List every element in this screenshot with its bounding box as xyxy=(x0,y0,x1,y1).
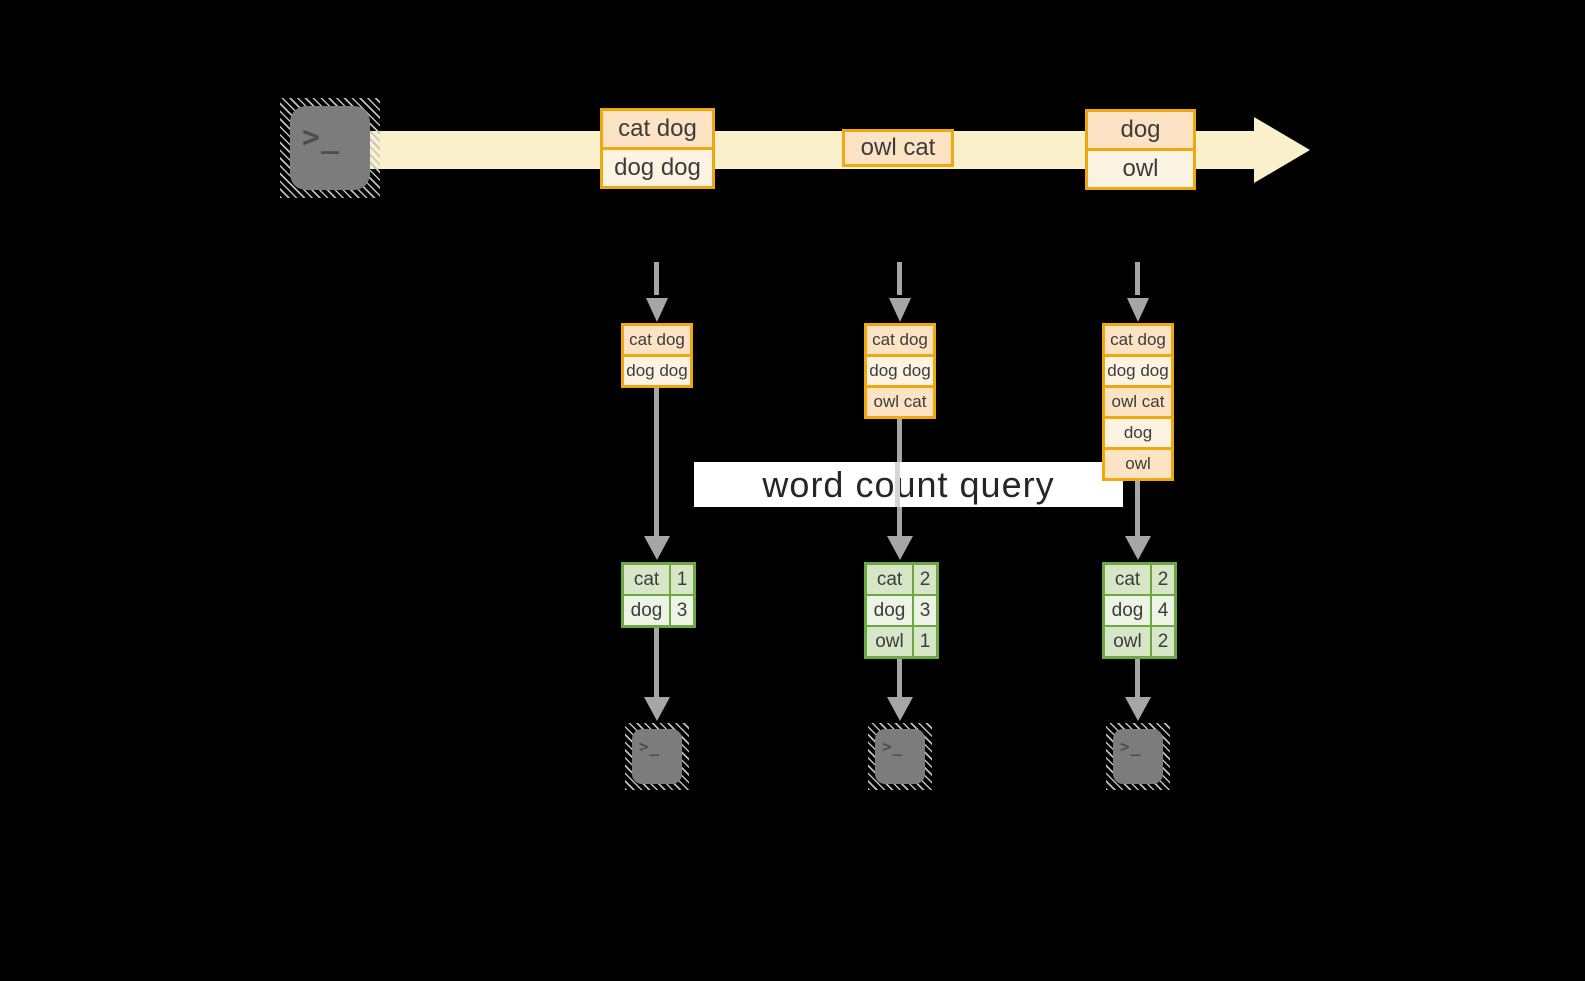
count-cell: 3 xyxy=(671,596,693,625)
sink-terminal-icon-2: >_ xyxy=(868,723,932,790)
count-cell: 1 xyxy=(914,627,936,656)
terminal-screen: >_ xyxy=(1113,729,1163,784)
stream-batch-2: owl cat xyxy=(842,129,954,167)
sink-terminal-icon-1: >_ xyxy=(625,723,689,790)
count-cell: 1 xyxy=(671,565,693,594)
stream-batch-1: cat dog dog dog xyxy=(600,108,715,189)
connector-line-through-band xyxy=(895,462,900,507)
ingest-arrow-dash xyxy=(897,262,902,295)
terminal-screen: >_ xyxy=(632,729,682,784)
terminal-prompt-icon: >_ xyxy=(882,737,904,756)
query-connector-head xyxy=(1125,536,1151,560)
buffer-record: dog dog xyxy=(1105,357,1171,385)
word-cell: owl xyxy=(1105,627,1150,656)
buffer-stack-2: cat dog dog dog owl cat xyxy=(864,323,936,419)
word-cell: dog xyxy=(867,596,912,625)
count-table-2: cat 2 dog 3 owl 1 xyxy=(864,562,939,659)
output-connector-head xyxy=(1125,697,1151,721)
terminal-screen: >_ xyxy=(290,106,370,190)
count-cell: 2 xyxy=(914,565,936,594)
batch-record: dog dog xyxy=(603,150,712,186)
batch-record: owl xyxy=(1088,151,1193,187)
count-cell: 2 xyxy=(1152,565,1174,594)
batch-record: owl cat xyxy=(845,132,951,164)
stream-arrow-head xyxy=(1254,117,1310,183)
buffer-record: dog dog xyxy=(867,357,933,385)
output-connector-head xyxy=(644,697,670,721)
buffer-record: owl xyxy=(1105,450,1171,478)
query-label-band: word count query xyxy=(694,462,1123,507)
query-connector-line xyxy=(1135,479,1140,536)
buffer-record: cat dog xyxy=(867,326,933,354)
query-connector-head xyxy=(644,536,670,560)
output-connector-line xyxy=(654,628,659,697)
terminal-screen: >_ xyxy=(875,729,925,784)
query-connector-line xyxy=(654,386,659,536)
source-terminal-icon: >_ xyxy=(280,98,380,198)
sink-terminal-icon-3: >_ xyxy=(1106,723,1170,790)
count-table-3: cat 2 dog 4 owl 2 xyxy=(1102,562,1177,659)
buffer-record: cat dog xyxy=(1105,326,1171,354)
word-cell: cat xyxy=(624,565,669,594)
word-cell: dog xyxy=(624,596,669,625)
count-cell: 2 xyxy=(1152,627,1174,656)
buffer-record: cat dog xyxy=(624,326,690,354)
terminal-prompt-icon: >_ xyxy=(639,737,661,756)
buffer-stack-1: cat dog dog dog xyxy=(621,323,693,388)
buffer-record: owl cat xyxy=(867,388,933,416)
query-connector-head xyxy=(887,536,913,560)
output-connector-line xyxy=(1135,659,1140,697)
output-connector-head xyxy=(887,697,913,721)
word-cell: dog xyxy=(1105,596,1150,625)
terminal-prompt-icon: >_ xyxy=(1120,737,1142,756)
buffer-record: dog dog xyxy=(624,357,690,385)
batch-record: cat dog xyxy=(603,111,712,147)
buffer-record: owl cat xyxy=(1105,388,1171,416)
batch-record: dog xyxy=(1088,112,1193,148)
count-cell: 4 xyxy=(1152,596,1174,625)
ingest-arrow-dash xyxy=(1135,262,1140,295)
word-cell: owl xyxy=(867,627,912,656)
output-connector-line xyxy=(897,659,902,697)
ingest-arrow-head xyxy=(889,298,911,322)
ingest-arrow-head xyxy=(1127,298,1149,322)
stream-batch-3: dog owl xyxy=(1085,109,1196,190)
terminal-prompt-icon: >_ xyxy=(302,120,341,155)
ingest-arrow-dash xyxy=(654,262,659,295)
word-cell: cat xyxy=(867,565,912,594)
count-table-1: cat 1 dog 3 xyxy=(621,562,696,628)
buffer-record: dog xyxy=(1105,419,1171,447)
buffer-stack-3: cat dog dog dog owl cat dog owl xyxy=(1102,323,1174,481)
query-label: word count query xyxy=(762,463,1055,505)
word-cell: cat xyxy=(1105,565,1150,594)
count-cell: 3 xyxy=(914,596,936,625)
ingest-arrow-head xyxy=(646,298,668,322)
